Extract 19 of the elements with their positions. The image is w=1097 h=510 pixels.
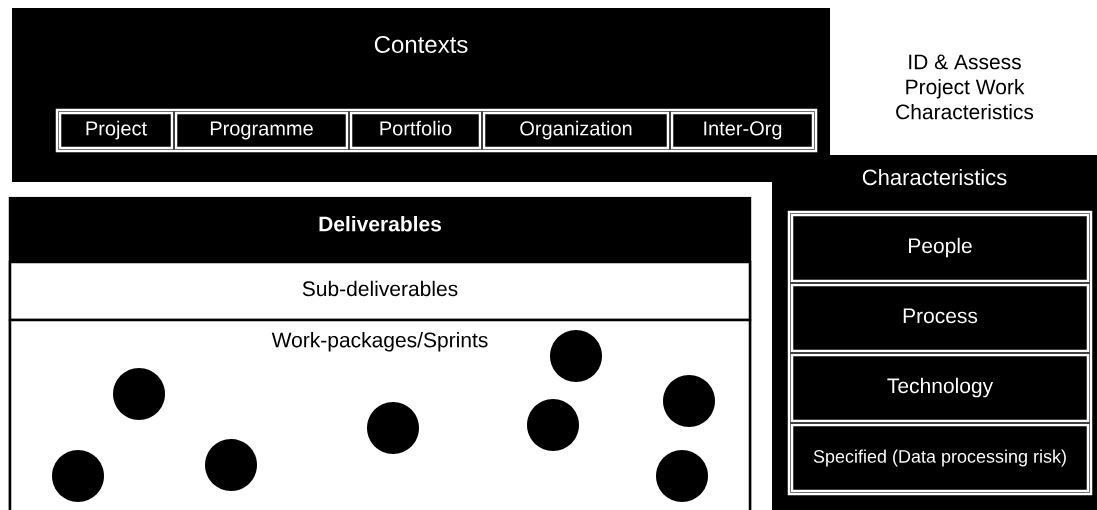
context-cell: Project [58, 111, 174, 150]
characteristic-cell: People [790, 213, 1090, 283]
sub-band: Sub-deliverables [8, 260, 752, 322]
characteristic-cell: Process [790, 283, 1090, 353]
context-cell: Inter-Org [670, 111, 815, 150]
dot [550, 330, 602, 382]
context-cell: Programme [174, 111, 349, 150]
heading-text: ID & Assess Project Work Characteristics [877, 16, 1052, 155]
dot [367, 402, 419, 454]
characteristic-cell: Specified (Data processing risk) [790, 423, 1090, 493]
dot [205, 439, 257, 491]
dot [656, 450, 708, 502]
context-cell: Organization [482, 111, 670, 150]
dot [527, 399, 579, 451]
dot [52, 450, 104, 502]
characteristic-cell: Technology [790, 353, 1090, 423]
context-cell: Portfolio [349, 111, 482, 150]
dot [663, 375, 715, 427]
dot [113, 368, 165, 420]
